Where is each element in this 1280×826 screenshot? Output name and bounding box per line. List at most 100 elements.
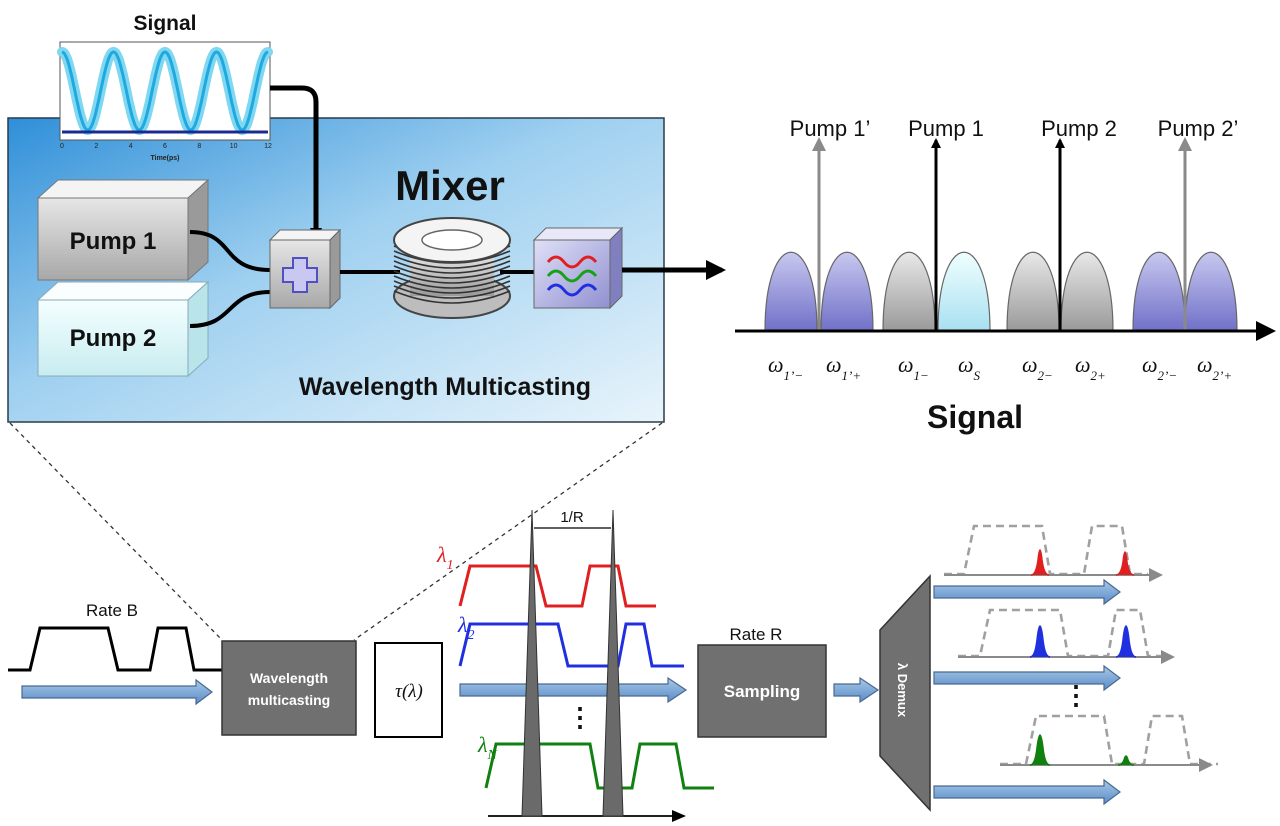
spectrum-lobe xyxy=(1184,251,1238,332)
spectrum-lobes xyxy=(764,251,1238,332)
spectrum-lobe xyxy=(937,251,991,332)
spectrum-lobe xyxy=(764,251,818,332)
channelN-pulse-2 xyxy=(1117,755,1135,766)
time-tick-label: 2 xyxy=(94,143,98,150)
signal-inset: Signal 0 2 4 6 8 10 12 Time(ps) xyxy=(57,12,273,162)
multicast-block-line2: multicasting xyxy=(248,692,330,708)
time-axis-label: Time(ps) xyxy=(150,155,179,162)
omega-label: ω1’− xyxy=(768,352,803,383)
pump-label: Pump 2’ xyxy=(1158,116,1239,141)
pump-label: Pump 2 xyxy=(1041,116,1117,141)
channel1-pulse-2 xyxy=(1115,551,1135,576)
lambda-label: λ1 xyxy=(436,542,454,573)
omega-label: ω2+ xyxy=(1075,352,1106,383)
spool-winding xyxy=(393,255,511,269)
wdm-arrow xyxy=(459,676,688,704)
channelN-pulse-1 xyxy=(1029,734,1051,766)
sampling-pulse-1 xyxy=(521,509,543,817)
lambda1-waveform xyxy=(458,564,656,608)
ellipsis-middle: ⋮ xyxy=(567,702,593,732)
spectrum-lobe xyxy=(1132,251,1186,332)
channel2-pulse-2 xyxy=(1115,625,1137,658)
omega-label: ω2− xyxy=(1022,352,1053,383)
filter-wave-blue xyxy=(546,283,598,297)
pump2-label: Pump 2 xyxy=(70,325,157,352)
spool-winding xyxy=(393,290,511,304)
demux-block: λ Demux xyxy=(879,574,931,812)
demux-label: λ Demux xyxy=(895,663,910,718)
sampling-label: Sampling xyxy=(724,682,801,701)
channelN-dashed xyxy=(1000,714,1218,766)
spool-winding xyxy=(393,280,511,294)
sampling-block: Rate R Sampling xyxy=(697,625,827,738)
channel1-dashed xyxy=(944,524,1148,576)
output-arrow-2 xyxy=(933,664,1121,692)
coupler-cube xyxy=(268,228,342,310)
pump1-label: Pump 1 xyxy=(70,228,157,255)
time-tick-label: 8 xyxy=(197,143,201,150)
rate-b-label: Rate B xyxy=(86,601,138,620)
input-waveform xyxy=(8,626,222,672)
filter-wave-green xyxy=(546,269,598,283)
mixer-label: Mixer xyxy=(395,162,505,209)
sampling-pulse-2 xyxy=(602,509,624,817)
sampling-to-demux-arrow xyxy=(833,676,880,704)
spectrum-lobe xyxy=(820,251,874,332)
signal-feed-arrow xyxy=(270,85,322,242)
time-tick-label: 4 xyxy=(129,143,133,150)
spool-winding xyxy=(393,270,511,284)
spectrum-lobe xyxy=(1006,251,1060,332)
output-arrow-3 xyxy=(933,778,1121,806)
spool-winding xyxy=(393,275,511,289)
time-tick-label: 12 xyxy=(264,143,272,150)
omega-labels: ω1’− ω1’+ ω1− ωS ω2− ω2+ ω2’− ω2’+ xyxy=(768,352,1232,383)
lambdaN-waveform xyxy=(484,742,714,790)
plus-icon xyxy=(282,257,318,293)
output-arrow-1 xyxy=(933,578,1121,606)
input-signal: Rate B xyxy=(8,601,222,706)
delay-label: τ(λ) xyxy=(395,681,423,702)
multicast-block-line1: Wavelength xyxy=(250,670,328,686)
signal-wave xyxy=(61,50,269,132)
filter-wave-red xyxy=(546,255,598,269)
omega-label: ω1− xyxy=(898,352,929,383)
omega-label: ω1’+ xyxy=(826,352,861,383)
delay-block: τ(λ) xyxy=(374,642,443,738)
omega-label: ω2’− xyxy=(1142,352,1177,383)
spectrum-caption: Signal xyxy=(927,399,1023,435)
filter-cube xyxy=(532,226,624,310)
pump-label: Pump 1’ xyxy=(790,116,871,141)
input-arrow xyxy=(21,678,213,706)
spectrum-lobe xyxy=(1060,251,1114,332)
ellipsis-demux: ⋮ xyxy=(1063,680,1089,710)
channel1-pulse-1 xyxy=(1030,549,1050,576)
pump2-box: Pump 2 xyxy=(36,280,210,378)
pump2-fiber xyxy=(189,290,271,328)
zoom-lines xyxy=(9,422,663,641)
lambda-label: λN xyxy=(477,732,498,763)
spectrum-lobe xyxy=(882,251,936,332)
omega-label: ω2’+ xyxy=(1197,352,1232,383)
pump1-fiber xyxy=(189,230,271,272)
pump1-box: Pump 1 xyxy=(36,178,210,282)
spool-winding xyxy=(393,260,511,274)
time-tick-label: 6 xyxy=(163,143,167,150)
channel2-dashed xyxy=(958,608,1170,658)
rate-r-label: Rate R xyxy=(730,625,783,644)
time-tick-label: 10 xyxy=(230,143,238,150)
spool-winding xyxy=(393,285,511,299)
panel-caption: Wavelength Multicasting xyxy=(299,373,591,401)
spool-winding xyxy=(393,265,511,279)
time-tick-label: 0 xyxy=(60,143,64,150)
channel2-pulse-1 xyxy=(1029,625,1051,658)
signal-title: Signal xyxy=(133,12,196,35)
fiber-spool-icon xyxy=(393,217,511,319)
lambda2-waveform xyxy=(458,622,684,668)
multicasting-block: Wavelength multicasting xyxy=(221,640,357,736)
time-ticks: 0 2 4 6 8 10 12 xyxy=(60,143,272,150)
omega-label: ωS xyxy=(958,352,981,383)
